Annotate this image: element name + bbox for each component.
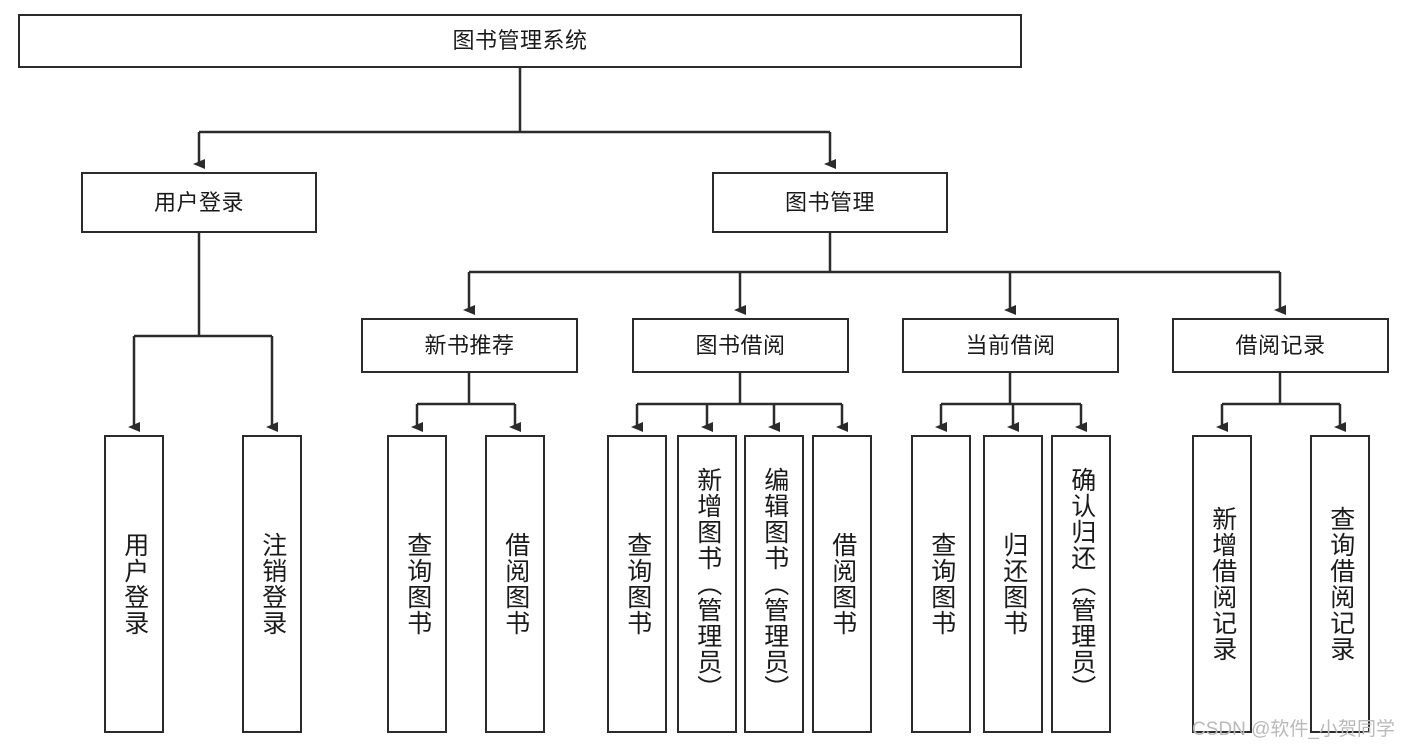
node-current-borrow-label: 当前借阅	[965, 332, 1056, 358]
node-leaf-user-login[interactable]: 用户登录	[104, 435, 164, 733]
edge-group-borrow-record	[1216, 373, 1346, 432]
watermark: CSDN @软件_小贺同学	[1192, 719, 1395, 740]
node-leaf-add-record[interactable]: 新增借阅记录	[1192, 435, 1252, 733]
edge-group-user-login	[128, 233, 278, 432]
node-book-manage-label: 图书管理	[784, 189, 875, 215]
node-leaf-return-book-label: 归还图书	[999, 532, 1028, 636]
node-leaf-add-book[interactable]: 新增图书（管理员）	[677, 435, 737, 733]
node-leaf-query-book-current-label: 查询图书	[927, 532, 956, 636]
node-leaf-query-book-rec[interactable]: 查询图书	[387, 435, 447, 733]
node-leaf-user-login-label: 用户登录	[120, 532, 149, 636]
node-leaf-query-book-rec-label: 查询图书	[403, 532, 432, 636]
node-user-login-label: 用户登录	[153, 189, 244, 215]
node-leaf-edit-book[interactable]: 编辑图书（管理员）	[744, 435, 804, 733]
node-root[interactable]: 图书管理系统	[18, 14, 1022, 68]
node-borrow-record[interactable]: 借阅记录	[1172, 318, 1389, 373]
node-leaf-borrow-book-label: 借阅图书	[828, 532, 857, 636]
node-user-login[interactable]: 用户登录	[81, 172, 317, 233]
node-leaf-edit-book-label: 编辑图书（管理员）	[760, 467, 789, 701]
node-book-borrow[interactable]: 图书借阅	[632, 318, 849, 373]
node-leaf-query-record[interactable]: 查询借阅记录	[1310, 435, 1370, 733]
node-leaf-return-book[interactable]: 归还图书	[983, 435, 1043, 733]
edge-group-current-borrow	[935, 373, 1087, 432]
node-leaf-query-record-label: 查询借阅记录	[1326, 506, 1355, 662]
node-leaf-user-logout[interactable]: 注销登录	[242, 435, 302, 733]
node-leaf-confirm-return-label: 确认归还（管理员）	[1067, 467, 1096, 701]
node-book-borrow-label: 图书借阅	[695, 332, 786, 358]
node-new-book-rec-label: 新书推荐	[424, 332, 515, 358]
node-leaf-add-record-label: 新增借阅记录	[1208, 506, 1237, 662]
edge-group-root	[193, 68, 836, 169]
node-leaf-query-book-borrow-label: 查询图书	[623, 532, 652, 636]
edge-group-book-borrow	[631, 373, 848, 432]
node-leaf-query-book-current[interactable]: 查询图书	[911, 435, 971, 733]
node-leaf-query-book-borrow[interactable]: 查询图书	[607, 435, 667, 733]
node-leaf-borrow-book-rec-label: 借阅图书	[501, 532, 530, 636]
node-borrow-record-label: 借阅记录	[1235, 332, 1326, 358]
edge-group-book-manage	[463, 233, 1286, 315]
node-root-label: 图书管理系统	[452, 28, 588, 54]
node-current-borrow[interactable]: 当前借阅	[902, 318, 1119, 373]
node-leaf-confirm-return[interactable]: 确认归还（管理员）	[1051, 435, 1111, 733]
node-leaf-borrow-book-rec[interactable]: 借阅图书	[485, 435, 545, 733]
node-new-book-rec[interactable]: 新书推荐	[361, 318, 578, 373]
node-book-manage[interactable]: 图书管理	[712, 172, 948, 233]
node-leaf-user-logout-label: 注销登录	[258, 532, 287, 636]
node-leaf-borrow-book[interactable]: 借阅图书	[812, 435, 872, 733]
node-leaf-add-book-label: 新增图书（管理员）	[693, 467, 722, 701]
edge-group-new-book-rec	[411, 373, 521, 432]
